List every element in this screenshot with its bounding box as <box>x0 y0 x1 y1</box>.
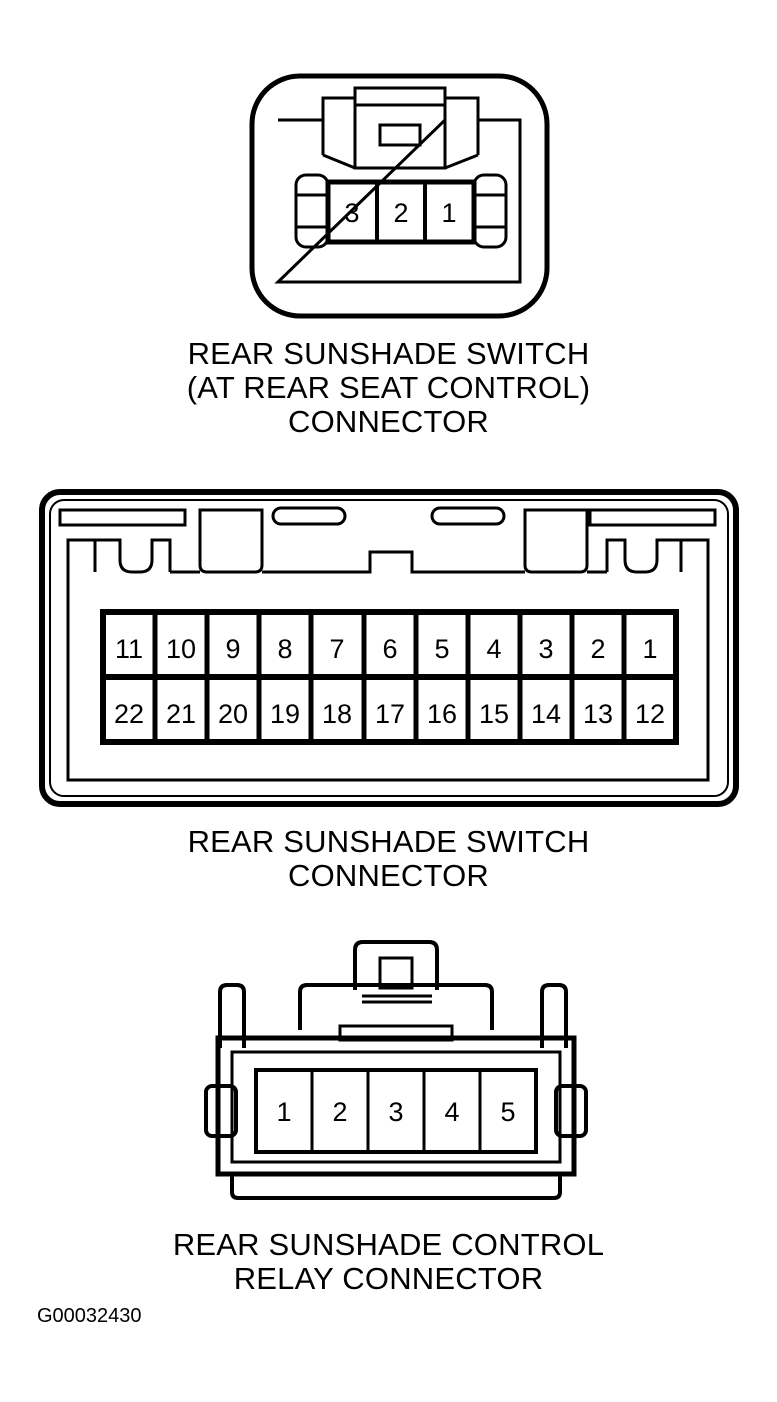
pin-label: 1 <box>276 1097 291 1127</box>
pin-label: 5 <box>434 634 449 664</box>
pin-label: 14 <box>531 699 561 729</box>
pin-label: 22 <box>114 699 144 729</box>
caption-control-relay: REAR SUNSHADE CONTROL RELAY CONNECTOR <box>0 1228 777 1296</box>
caption-rear-seat-control: REAR SUNSHADE SWITCH (AT REAR SEAT CONTR… <box>0 337 777 439</box>
pin-label: 12 <box>635 699 665 729</box>
pin-label: 10 <box>166 634 196 664</box>
pin-label: 2 <box>393 198 408 228</box>
caption-line: REAR SUNSHADE SWITCH <box>187 336 590 371</box>
connector-rear-seat-control: 3 2 1 <box>249 73 550 319</box>
caption-switch: REAR SUNSHADE SWITCH CONNECTOR <box>0 825 777 893</box>
pin-label: 1 <box>642 634 657 664</box>
pin-label: 11 <box>115 634 143 664</box>
caption-line: REAR SUNSHADE CONTROL <box>172 1227 605 1262</box>
pin-label: 4 <box>444 1097 459 1127</box>
pin-label: 5 <box>500 1097 515 1127</box>
caption-line: RELAY CONNECTOR <box>233 1261 544 1296</box>
caption-line: CONNECTOR <box>287 858 489 893</box>
caption-line: CONNECTOR <box>287 404 489 439</box>
pin-label: 3 <box>344 198 359 228</box>
pin-label: 7 <box>329 634 344 664</box>
connector-control-relay: 1 2 3 4 5 <box>204 940 588 1200</box>
pin-label: 17 <box>375 699 405 729</box>
pin-label: 9 <box>225 634 240 664</box>
pin-label: 20 <box>218 699 248 729</box>
pin-label: 4 <box>486 634 501 664</box>
pin-label: 18 <box>322 699 352 729</box>
pin-label: 3 <box>538 634 553 664</box>
pin-label: 19 <box>270 699 300 729</box>
pin-label: 8 <box>277 634 292 664</box>
pin-label: 1 <box>441 198 456 228</box>
pin-label: 2 <box>590 634 605 664</box>
caption-line: (AT REAR SEAT CONTROL) <box>186 370 591 405</box>
pin-label: 16 <box>427 699 457 729</box>
pin-label: 21 <box>166 699 196 729</box>
pin-label: 15 <box>479 699 509 729</box>
figure-id: G00032430 <box>37 1305 142 1327</box>
pin-label: 3 <box>388 1097 403 1127</box>
pin-label: 6 <box>382 634 397 664</box>
connector-switch: 11 10 9 8 7 6 5 4 3 2 1 22 21 20 19 18 1… <box>39 489 739 807</box>
caption-line: REAR SUNSHADE SWITCH <box>187 824 590 859</box>
pin-label: 13 <box>583 699 613 729</box>
pin-label: 2 <box>332 1097 347 1127</box>
